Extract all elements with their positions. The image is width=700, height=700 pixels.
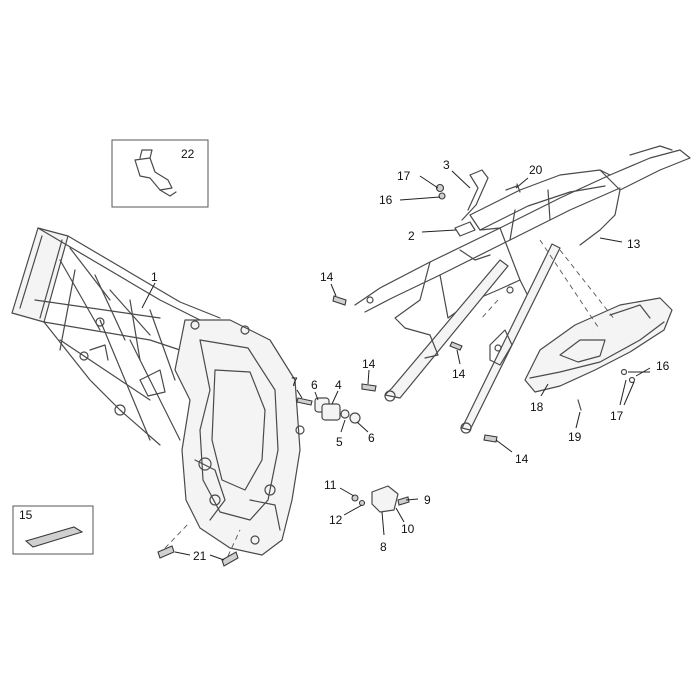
callout-2: 2 (408, 229, 415, 243)
callout-7: 7 (291, 375, 298, 389)
callout-14b: 14 (362, 357, 376, 371)
callout-6b: 6 (368, 431, 375, 445)
main-frame (11, 227, 305, 556)
callout-5: 5 (336, 435, 343, 449)
callout-17a: 17 (397, 169, 411, 183)
callout-10: 10 (401, 522, 415, 536)
callout-1: 1 (151, 270, 158, 284)
callout-21: 21 (193, 549, 207, 563)
callout-14c: 14 (452, 367, 466, 381)
hardware (157, 169, 582, 567)
callout-4: 4 (335, 378, 342, 392)
callout-6a: 6 (311, 378, 318, 392)
callout-15: 15 (19, 508, 33, 522)
assembly-dash-lines (164, 239, 616, 557)
callout-16a: 16 (379, 193, 393, 207)
callout-16b: 16 (656, 359, 670, 373)
callout-17b: 17 (610, 409, 624, 423)
callout-12: 12 (329, 513, 343, 527)
callout-22: 22 (181, 147, 195, 161)
inset-22-clamp (111, 139, 209, 208)
callout-18: 18 (530, 400, 544, 414)
inset-15-pad (12, 505, 94, 555)
leader-lines (141, 170, 651, 561)
callout-8: 8 (380, 540, 387, 554)
callout-14d: 14 (515, 452, 529, 466)
callout-3: 3 (443, 158, 450, 172)
callout-labels: 1 2 3 4 5 6 6 7 8 9 10 11 12 13 14 14 14… (19, 147, 670, 563)
callout-14a: 14 (320, 270, 334, 284)
callout-13: 13 (627, 237, 641, 251)
rear-subframe (354, 145, 691, 434)
callout-19: 19 (568, 430, 582, 444)
callout-20: 20 (529, 163, 543, 177)
rear-undertray (524, 297, 673, 393)
callout-11: 11 (324, 478, 337, 492)
callout-9: 9 (424, 493, 431, 507)
